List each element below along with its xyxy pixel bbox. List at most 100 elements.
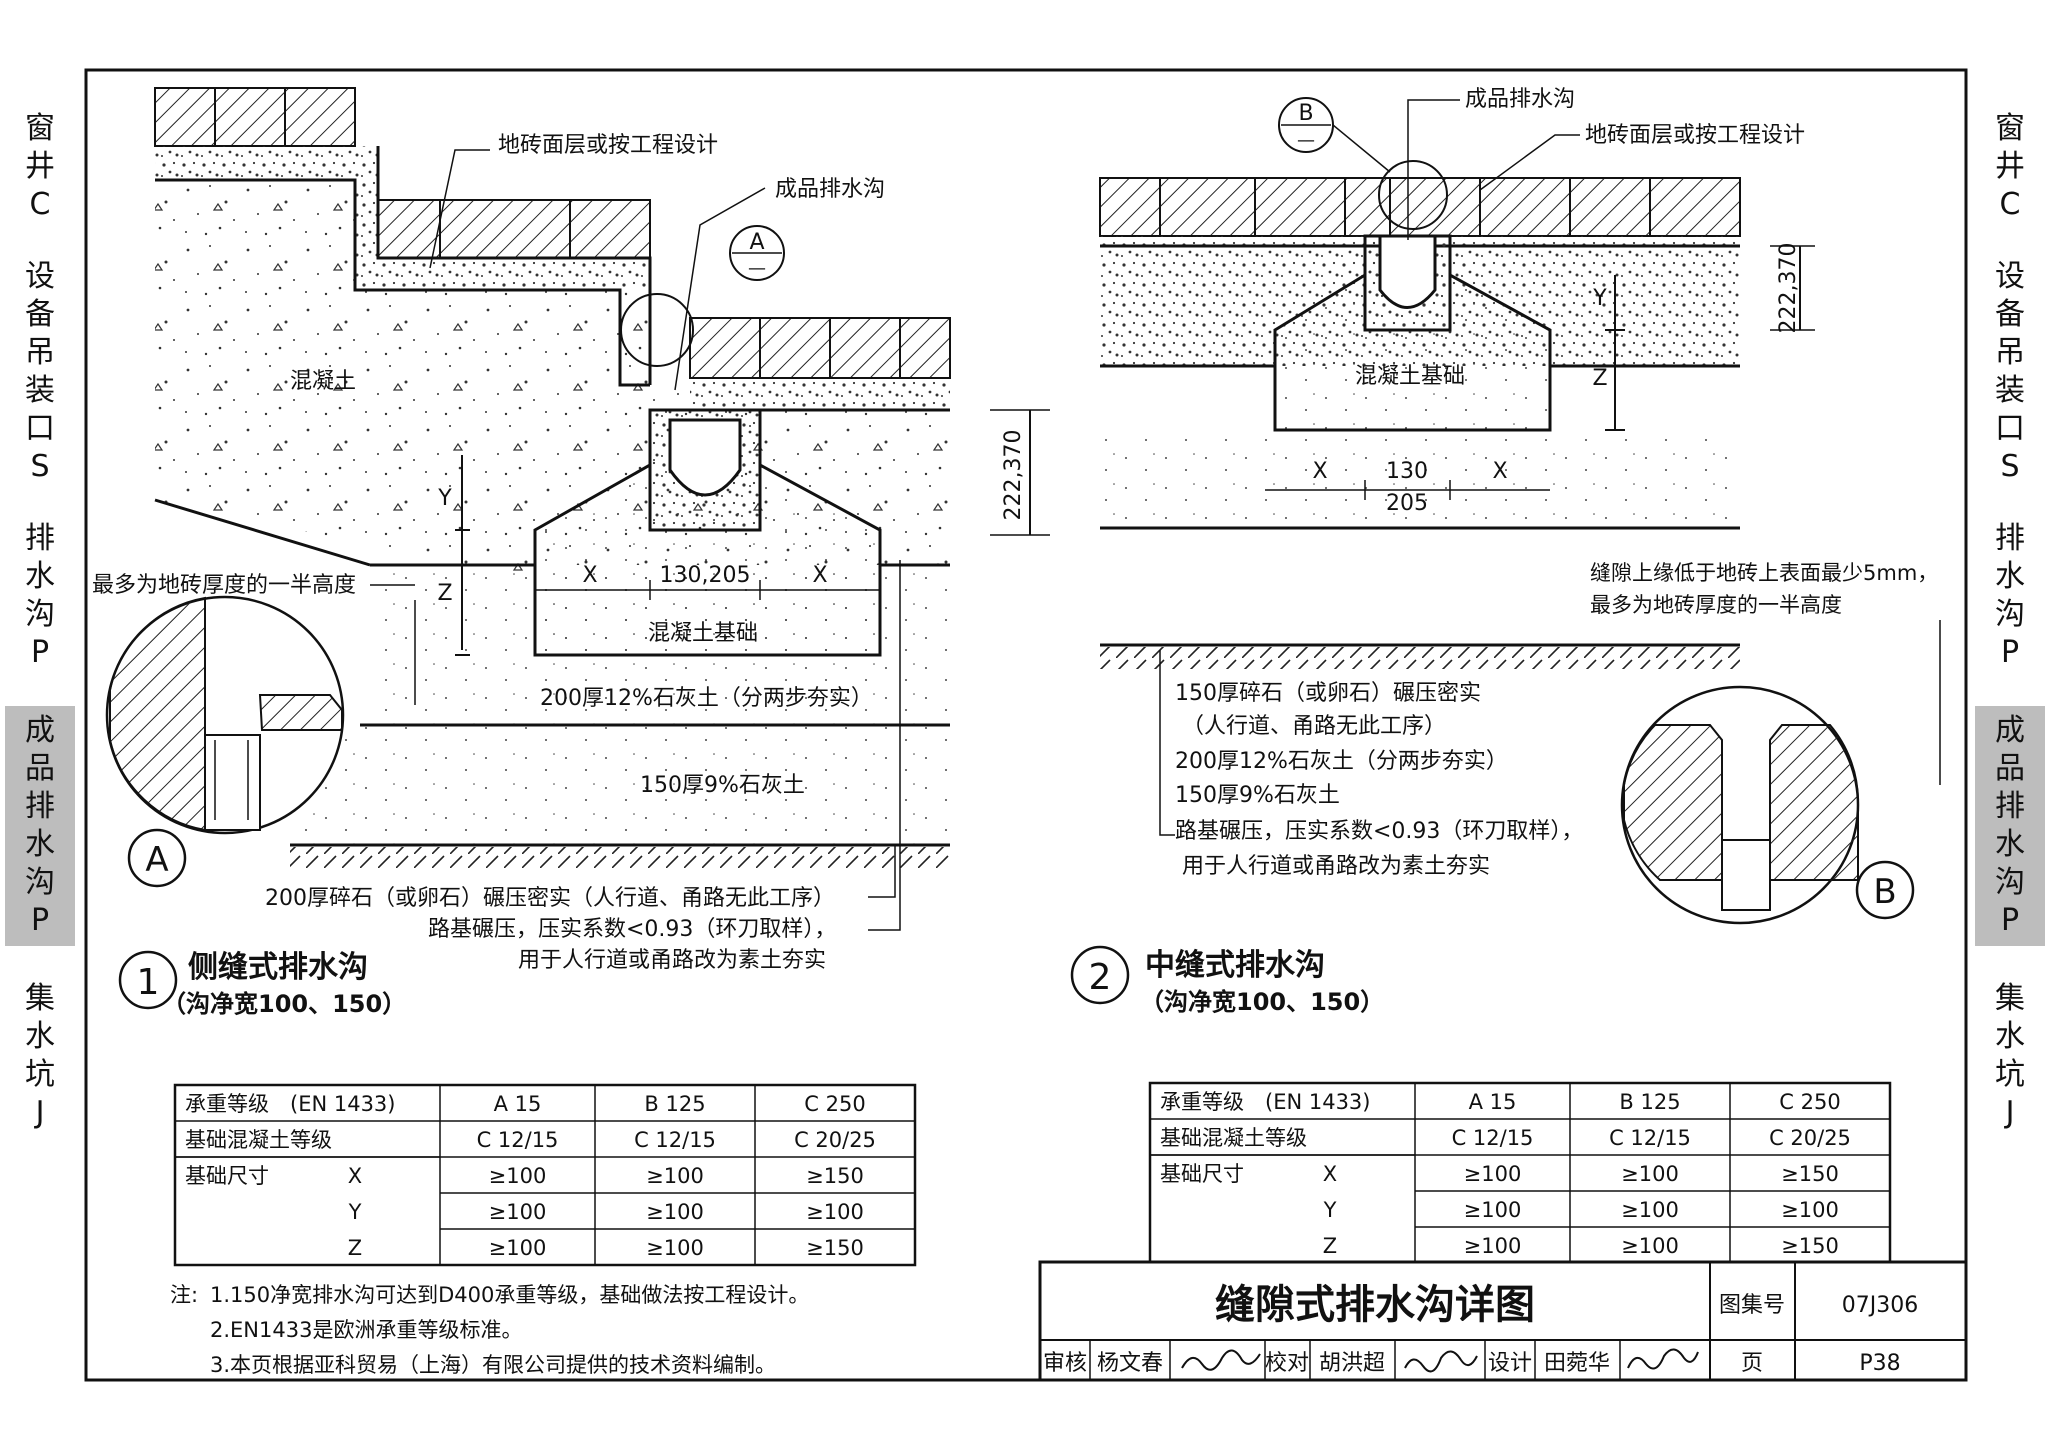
table-cell: ≥100: [646, 1236, 704, 1260]
table-cell: C 12/15: [1452, 1126, 1534, 1150]
checker-name: 胡洪超: [1319, 1351, 1385, 1376]
figure1-section: A — A 地砖面层或按工程设计 成品排水沟 混凝土 混凝土基础 最多为地砖厚度…: [92, 87, 1050, 1018]
side-index-item: 窗 井 C: [25, 111, 55, 222]
fig2-layer4b: 用于人行道或甬路改为素土夯实: [1182, 854, 1490, 879]
fig2-base-label: 混凝土基础: [1355, 364, 1465, 389]
fig1-detail-ref: A: [749, 230, 764, 255]
sheet-frame: [84, 68, 1968, 1382]
side-index-item: 成 品 排 水 沟 P: [5, 706, 75, 946]
table-cell: C 12/15: [634, 1128, 716, 1152]
fig1-title: 侧缝式排水沟: [188, 950, 368, 985]
table-row-sublabel: Y: [348, 1200, 362, 1224]
fig2-number: 2: [1089, 957, 1112, 998]
designer-signature: [1627, 1348, 1699, 1370]
fig2-subtitle: （沟净宽100、150）: [1140, 988, 1384, 1016]
fig2-detail-sheet: —: [1297, 130, 1315, 151]
table-cell: ≥150: [806, 1164, 864, 1188]
table-cell: ≥100: [806, 1200, 864, 1224]
check-label: 校对: [1265, 1351, 1309, 1376]
table-cell: ≥100: [1464, 1162, 1522, 1186]
table-cell: C 20/25: [794, 1128, 876, 1152]
side-index-item: 窗 井 C: [1995, 111, 2025, 222]
fig2-dim-205: 205: [1386, 491, 1428, 516]
side-index-item: 排 水 沟 P: [25, 521, 55, 670]
fig1-channel-label: 成品排水沟: [775, 177, 885, 202]
table-row-sublabel: Z: [1323, 1234, 1337, 1258]
table-cell: ≥100: [489, 1200, 547, 1224]
checker-signature: [1404, 1350, 1478, 1373]
table-row-label: 基础尺寸: [185, 1164, 269, 1188]
figure2-section: B — B 成品排水沟 地砖面层或按工程设计 混凝土基础 X X 130 205…: [1070, 87, 1941, 1016]
table-cell: ≥150: [1781, 1162, 1839, 1186]
designer-name: 田菀华: [1544, 1351, 1610, 1376]
fig2-channel-label: 成品排水沟: [1465, 87, 1575, 112]
fig2-title: 中缝式排水沟: [1145, 948, 1325, 983]
note-3: 3.本页根据亚科贸易（上海）有限公司提供的技术资料编制。: [210, 1353, 776, 1377]
notes-section: 注: 1.150净宽排水沟可达到D400承重等级，基础做法按工程设计。 2.EN…: [170, 1283, 809, 1377]
note-2: 2.EN1433是欧洲承重等级标准。: [210, 1318, 522, 1342]
fig2-dim-z: Z: [1592, 366, 1607, 391]
fig1-dim-x-right: X: [812, 563, 827, 588]
fig2-layer1: 150厚碎石（或卵石）碾压密实: [1175, 681, 1481, 706]
fig1-subgrade2-label: 用于人行道或甬路改为素土夯实: [518, 948, 826, 973]
table-cell: ≥100: [1621, 1198, 1679, 1222]
table-cell: ≥100: [1621, 1234, 1679, 1258]
table-header-cell: A 15: [494, 1092, 542, 1116]
fig1-subgrade-label: 路基碾压，压实系数<0.93（环刀取样），: [428, 917, 836, 942]
table-cell: ≥100: [1464, 1198, 1522, 1222]
fig1-dim-x-left: X: [582, 563, 597, 588]
fig1-base-label: 混凝土基础: [648, 621, 758, 646]
fig1-tile-label: 地砖面层或按工程设计: [498, 133, 718, 158]
fig2-gap-note1: 缝隙上缘低于地砖上表面最少5mm，: [1590, 561, 1938, 585]
table-row-sublabel: Y: [1323, 1198, 1337, 1222]
side-index-item: 排 水 沟 P: [1995, 521, 2025, 670]
fig2-dim-y: Y: [1592, 286, 1607, 311]
title-block: 缝隙式排水沟详图 图集号 07J306 页 P38 审核 杨文春 校对 胡洪超 …: [1038, 1260, 1968, 1382]
table-cell: ≥150: [1781, 1234, 1839, 1258]
fig2-dim-x-left: X: [1312, 459, 1327, 484]
fig1-half-height-label: 最多为地砖厚度的一半高度: [92, 573, 356, 598]
fig2-dim-130: 130: [1386, 459, 1428, 484]
table-cell: C 20/25: [1769, 1126, 1851, 1150]
table-cell: ≥100: [646, 1164, 704, 1188]
table-row-sublabel: X: [348, 1164, 362, 1188]
side-index-item: 成 品 排 水 沟 P: [1975, 706, 2045, 946]
table-cell: C 12/15: [477, 1128, 559, 1152]
fig2-tile-label: 地砖面层或按工程设计: [1585, 123, 1805, 148]
fig2-detail-label: B: [1873, 872, 1896, 912]
table-header-cell: 承重等级 (EN 1433): [185, 1092, 395, 1116]
table-cell: ≥100: [489, 1164, 547, 1188]
table-cell: ≥100: [1464, 1234, 1522, 1258]
page-number: P38: [1859, 1351, 1900, 1376]
review-label: 审核: [1043, 1351, 1087, 1376]
fig1-dim-130-205: 130,205: [660, 563, 751, 588]
side-index-item: 设 备 吊 装 口 S: [1995, 259, 2025, 484]
table-header-cell: C 250: [804, 1092, 865, 1116]
drawing-title: 缝隙式排水沟详图: [1215, 1282, 1535, 1328]
fig1-detail-label: A: [145, 840, 168, 880]
table-header-cell: B 125: [644, 1092, 705, 1116]
fig1-dim-222-370: 222,370: [1001, 430, 1026, 521]
table-row-sublabel: X: [1323, 1162, 1337, 1186]
table-row-label: 基础混凝土等级: [1160, 1126, 1307, 1150]
page-label: 页: [1741, 1351, 1763, 1376]
fig1-subtitle: （沟净宽100、150）: [162, 990, 406, 1018]
fig1-concrete-label: 混凝土: [290, 369, 356, 394]
fig1-gravel-label: 200厚碎石（或卵石）碾压密实（人行道、甬路无此工序）: [265, 886, 835, 911]
fig1-lime150-label: 150厚9%石灰土: [640, 773, 805, 798]
table-cell: ≥100: [1621, 1162, 1679, 1186]
fig1-number: 1: [137, 962, 160, 1003]
table-cell: ≥100: [489, 1236, 547, 1260]
fig1-lime200-label: 200厚12%石灰土（分两步夯实）: [540, 686, 873, 711]
fig2-layer2: 200厚12%石灰土（分两步夯实）: [1175, 749, 1508, 774]
side-index-item: 设 备 吊 装 口 S: [25, 259, 55, 484]
atlas-label: 图集号: [1719, 1293, 1785, 1318]
notes-head: 注:: [170, 1283, 198, 1307]
table-header-cell: 承重等级 (EN 1433): [1160, 1090, 1370, 1114]
fig2-layer1b: （人行道、甬路无此工序）: [1182, 714, 1446, 739]
table-cell: ≥100: [1781, 1198, 1839, 1222]
table-header-cell: C 250: [1779, 1090, 1840, 1114]
